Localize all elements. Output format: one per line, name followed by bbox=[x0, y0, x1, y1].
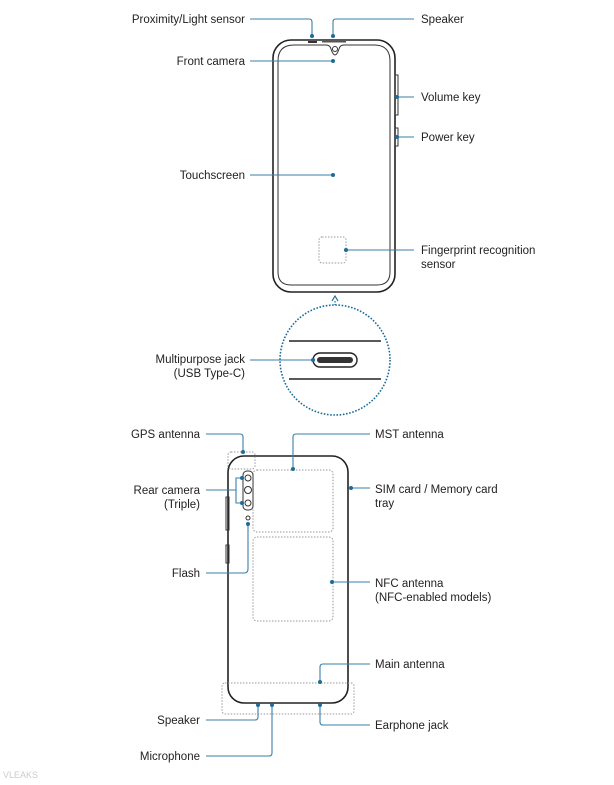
side-key-lower bbox=[225, 544, 230, 564]
label-back-speaker: Speaker bbox=[157, 715, 200, 727]
label-sim-tray-line1: SIM card / Memory card bbox=[375, 484, 498, 496]
side-key-upper bbox=[225, 496, 230, 531]
flash-shape bbox=[245, 515, 251, 521]
label-rear-camera-line1: Rear camera bbox=[134, 485, 201, 497]
front-camera-lens bbox=[332, 46, 338, 52]
rear-camera-lens-3 bbox=[244, 499, 252, 507]
label-fingerprint-line2: sensor bbox=[421, 259, 456, 271]
label-proximity-sensor: Proximity/Light sensor bbox=[132, 14, 245, 26]
jack-magnifier bbox=[279, 294, 391, 416]
label-touchscreen: Touchscreen bbox=[180, 170, 245, 182]
label-power-key: Power key bbox=[421, 132, 475, 144]
rear-camera-lens-2 bbox=[244, 486, 252, 494]
label-nfc-antenna-line2: (NFC-enabled models) bbox=[375, 592, 491, 604]
label-microphone: Microphone bbox=[140, 751, 200, 763]
label-main-antenna: Main antenna bbox=[375, 659, 445, 671]
rear-camera-module bbox=[242, 470, 254, 511]
label-gps-antenna: GPS antenna bbox=[131, 429, 201, 441]
back-phone bbox=[221, 451, 355, 715]
nfc-antenna-area bbox=[252, 536, 334, 622]
proximity-sensor-slot bbox=[308, 41, 317, 43]
label-multipurpose-jack-line2: (USB Type-C) bbox=[174, 368, 246, 380]
label-volume-key: Volume key bbox=[421, 92, 481, 104]
speaker-slot bbox=[322, 41, 346, 43]
main-antenna-area bbox=[221, 682, 355, 715]
label-fingerprint-line1: Fingerprint recognition bbox=[421, 245, 535, 257]
watermark: VLEAKS bbox=[3, 770, 38, 780]
rear-camera-lens-1 bbox=[244, 474, 252, 482]
label-flash: Flash bbox=[172, 568, 200, 580]
label-front-camera: Front camera bbox=[177, 56, 246, 68]
volume-key-shape bbox=[394, 74, 399, 116]
label-earphone-jack: Earphone jack bbox=[375, 720, 449, 732]
front-phone bbox=[272, 39, 399, 293]
label-rear-camera-line2: (Triple) bbox=[164, 499, 200, 511]
label-multipurpose-jack-line1: Multipurpose jack bbox=[156, 354, 246, 366]
label-sim-tray-line2: tray bbox=[375, 498, 394, 510]
label-front-speaker: Speaker bbox=[421, 14, 464, 26]
fingerprint-sensor-area bbox=[318, 236, 347, 264]
label-mst-antenna: MST antenna bbox=[375, 429, 444, 441]
label-nfc-antenna-line1: NFC antenna bbox=[375, 578, 444, 590]
